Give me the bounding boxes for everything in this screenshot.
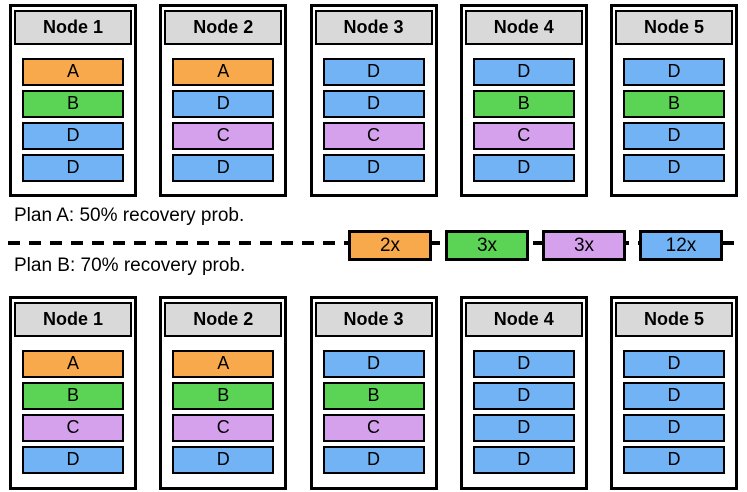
replica-block-d: D — [623, 350, 725, 378]
replica-block-d: D — [322, 350, 425, 378]
replica-block-c: C — [22, 414, 124, 442]
node-title: Node 2 — [164, 302, 283, 337]
replica-block-d: D — [623, 446, 725, 474]
replica-block-c: C — [322, 122, 425, 150]
replica-block-b: B — [322, 382, 425, 410]
replica-block-b: B — [472, 90, 575, 118]
plan-a-label: Plan A: 50% recovery prob. — [14, 205, 245, 226]
legend-box-3x: 3x — [445, 230, 529, 261]
legend-box-3x: 3x — [542, 230, 626, 261]
node-title: Node 5 — [615, 302, 733, 337]
replica-block-d: D — [472, 414, 575, 442]
node-title: Node 3 — [314, 302, 433, 337]
node-title: Node 1 — [14, 10, 132, 45]
replica-block-b: B — [22, 382, 124, 410]
replica-block-d: D — [472, 154, 575, 182]
node-title: Node 4 — [464, 10, 583, 45]
replica-block-d: D — [472, 350, 575, 378]
replica-block-d: D — [322, 154, 425, 182]
node-title: Node 2 — [164, 10, 283, 45]
replica-block-c: C — [322, 414, 425, 442]
replica-block-d: D — [472, 382, 575, 410]
replica-block-c: C — [472, 122, 575, 150]
node-title: Node 4 — [464, 302, 583, 337]
node-title: Node 5 — [615, 10, 733, 45]
replica-block-d: D — [623, 154, 725, 182]
replica-block-a: A — [22, 350, 124, 378]
replica-block-d: D — [322, 446, 425, 474]
replica-block-d: D — [22, 122, 124, 150]
replica-block-d: D — [22, 446, 124, 474]
replica-block-d: D — [472, 446, 575, 474]
replica-block-d: D — [623, 122, 725, 150]
replica-block-d: D — [172, 90, 275, 118]
replica-block-d: D — [623, 414, 725, 442]
replica-block-b: B — [172, 382, 275, 410]
replica-block-a: A — [22, 58, 124, 86]
replica-block-d: D — [623, 58, 725, 86]
replica-block-d: D — [472, 58, 575, 86]
replica-block-a: A — [172, 350, 275, 378]
replica-block-d: D — [322, 90, 425, 118]
replica-block-d: D — [172, 446, 275, 474]
replica-block-d: D — [322, 58, 425, 86]
replica-count-legend: 2x 3x 3x 12x — [348, 230, 723, 261]
replica-block-d: D — [172, 154, 275, 182]
legend-box-2x: 2x — [348, 230, 432, 261]
replica-block-b: B — [22, 90, 124, 118]
replica-block-b: B — [623, 90, 725, 118]
replica-block-d: D — [623, 382, 725, 410]
node-title: Node 1 — [14, 302, 132, 337]
replica-block-c: C — [172, 414, 275, 442]
replica-block-c: C — [172, 122, 275, 150]
legend-box-12x: 12x — [639, 230, 723, 261]
node-title: Node 3 — [314, 10, 433, 45]
replica-block-a: A — [172, 58, 275, 86]
replica-block-d: D — [22, 154, 124, 182]
plan-b-label: Plan B: 70% recovery prob. — [14, 255, 246, 276]
